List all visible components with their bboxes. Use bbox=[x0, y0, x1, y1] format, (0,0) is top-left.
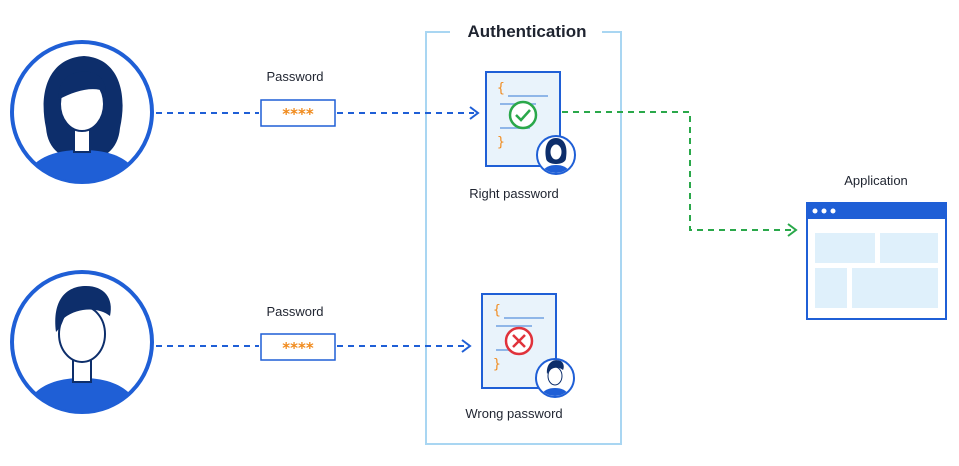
application-window: Application bbox=[806, 173, 947, 320]
window-dot-icon bbox=[812, 208, 818, 214]
password-group-top: Password **** bbox=[260, 69, 336, 127]
authentication-title: Authentication bbox=[468, 22, 587, 41]
application-label: Application bbox=[844, 173, 908, 188]
brace-close-icon: } bbox=[493, 357, 501, 372]
password-label: Password bbox=[266, 69, 323, 84]
authentication-frame: Authentication bbox=[425, 22, 622, 445]
man-mini-avatar bbox=[535, 358, 575, 398]
password-field bbox=[260, 99, 336, 127]
man-user-avatar bbox=[10, 270, 154, 414]
check-circle-icon bbox=[508, 100, 538, 130]
brace-close-icon: } bbox=[497, 135, 505, 150]
arrow-head bbox=[461, 339, 472, 353]
password-field bbox=[260, 333, 336, 361]
window-dot-icon bbox=[821, 208, 827, 214]
success-flow-line bbox=[562, 111, 794, 231]
arrow-head bbox=[787, 223, 798, 237]
x-circle-icon bbox=[504, 326, 534, 356]
brace-icon: { bbox=[497, 81, 505, 96]
woman-user-avatar bbox=[10, 40, 154, 184]
result-label-right: Right password bbox=[469, 186, 559, 201]
result-label-wrong: Wrong password bbox=[465, 406, 562, 421]
password-group-bottom: Password **** bbox=[260, 304, 336, 361]
window-dot-icon bbox=[830, 208, 836, 214]
brace-icon: { bbox=[493, 303, 501, 318]
woman-mini-avatar bbox=[536, 135, 576, 175]
password-mask: **** bbox=[282, 105, 314, 123]
arrow-head bbox=[469, 106, 480, 120]
password-mask: **** bbox=[282, 339, 314, 357]
password-label: Password bbox=[266, 304, 323, 319]
